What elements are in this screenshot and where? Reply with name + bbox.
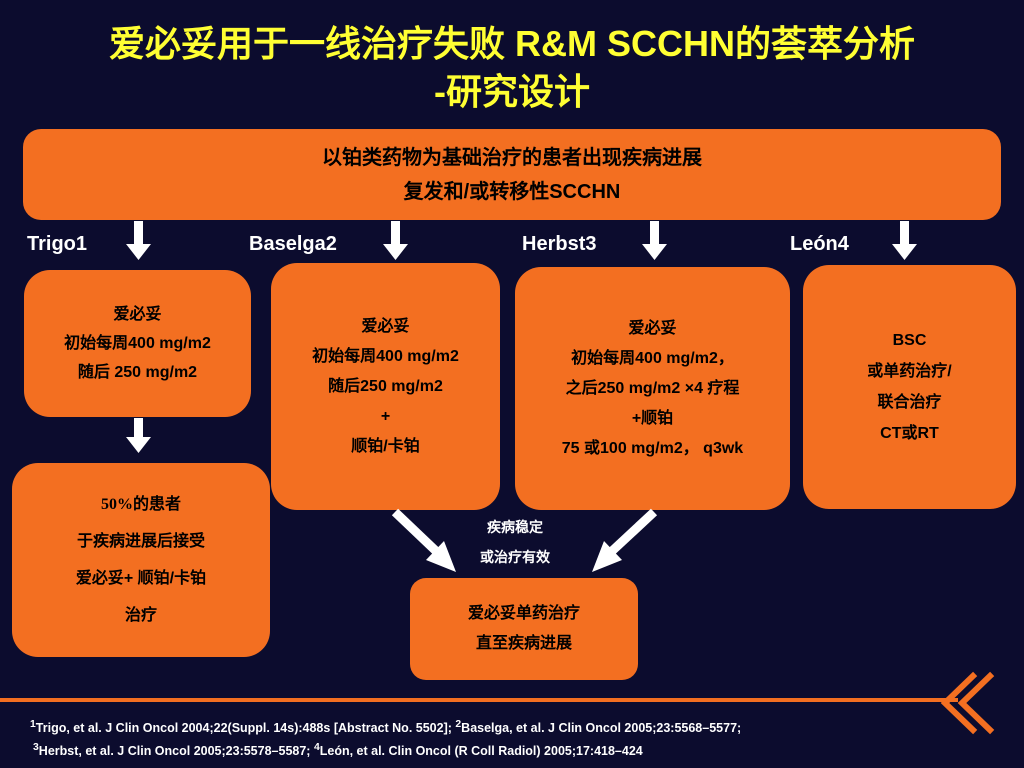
followup-line-3: 爱必妥+ 顺铂/卡铂 (75, 570, 207, 587)
down-arrow-trigo-followup (126, 418, 151, 453)
patient-population-box: 以铂类药物为基础治疗的患者出现疾病进展 复发和/或转移性SCCHN (23, 129, 1001, 220)
baselga-line-5: 顺铂/卡铂 (351, 437, 420, 455)
study-label-leon: León4 (790, 233, 849, 255)
herbst-regimen-box: 爱必妥 初始每周400 mg/m2， 之后250 mg/m2 ×4 疗程 +顺铂… (515, 267, 790, 510)
monotherapy-line-1: 爱必妥单药治疗 (467, 605, 580, 622)
herbst-line-2: 初始每周400 mg/m2， (571, 349, 734, 367)
leon-line-1: BSC (892, 332, 927, 349)
herbst-line-1: 爱必妥 (628, 319, 677, 337)
study-label-herbst: Herbst3 (522, 233, 597, 255)
ref-4: León, et al. Clin Oncol (R Coll Radiol) … (319, 744, 643, 759)
title-line-1: 爱必妥用于一线治疗失败 R&M SCCHN的荟萃分析 (109, 23, 915, 64)
diag-arrow-right-shaft (607, 508, 658, 556)
down-arrow-leon (892, 221, 917, 260)
monotherapy-line-2: 直至疾病进展 (475, 635, 572, 652)
slide-title: 爱必妥用于一线治疗失败 R&M SCCHN的荟萃分析 -研究设计 (0, 20, 1024, 116)
reference-line-1: 1Trigo, et al. J Clin Oncol 2004;22(Supp… (30, 715, 960, 738)
baselga-regimen-box: 爱必妥 初始每周400 mg/m2 随后250 mg/m2 + 顺铂/卡铂 (271, 263, 500, 510)
response-line-1: 疾病稳定 (487, 519, 543, 535)
herbst-line-5: 75 或100 mg/m2， q3wk (561, 439, 744, 457)
response-line-2: 或治疗有效 (480, 549, 550, 565)
down-arrow-trigo (126, 221, 151, 260)
brand-chevron-icon (940, 671, 995, 735)
trigo-line-2: 初始每周400 mg/m2 (64, 335, 211, 352)
down-arrow-baselga (383, 221, 408, 260)
ref-3: Herbst, et al. J Clin Oncol 2005;23:5578… (38, 744, 314, 759)
footer-divider (0, 698, 958, 702)
population-line-1: 以铂类药物为基础治疗的患者出现疾病进展 (322, 146, 702, 169)
title-line-2: -研究设计 (434, 71, 590, 112)
reference-line-2: 3Herbst, et al. J Clin Oncol 2005;23:557… (30, 738, 960, 761)
ref-sup-2: 2 (455, 719, 462, 730)
baselga-line-3: 随后250 mg/m2 (328, 377, 443, 395)
population-line-2: 复发和/或转移性SCCHN (403, 180, 621, 203)
down-arrow-herbst (642, 221, 667, 260)
trigo-line-1: 爱必妥 (113, 306, 162, 323)
ref-sup-3: 3 (33, 742, 39, 754)
followup-line-2: 于疾病进展后接受 (76, 533, 205, 550)
leon-line-3: 联合治疗 (877, 394, 942, 411)
followup-line-1: 50%的患者 (100, 496, 181, 513)
monotherapy-box: 爱必妥单药治疗 直至疾病进展 (410, 578, 638, 680)
ref-2: Baselga, et al. J Clin Oncol 2005;23:556… (461, 721, 742, 736)
ref-1: Trigo, et al. J Clin Oncol 2004;22(Suppl… (35, 721, 456, 736)
diag-arrow-left-head (426, 541, 456, 572)
baselga-line-4: + (380, 407, 391, 425)
trigo-line-3: 随后 250 mg/m2 (77, 364, 198, 381)
leon-line-4: CT或RT (880, 425, 939, 442)
study-label-baselga: Baselga2 (249, 233, 337, 255)
ref-sup-4: 4 (313, 742, 320, 754)
herbst-line-4: +顺铂 (631, 409, 674, 427)
trigo-followup-box: 50%的患者 于疾病进展后接受 爱必妥+ 顺铂/卡铂 治疗 (12, 463, 270, 657)
ref-sup-1: 1 (30, 719, 36, 730)
study-label-trigo: Trigo1 (27, 233, 88, 255)
trigo-regimen-box: 爱必妥 初始每周400 mg/m2 随后 250 mg/m2 (24, 270, 251, 417)
leon-regimen-box: BSC 或单药治疗/ 联合治疗 CT或RT (803, 265, 1016, 509)
leon-line-2: 或单药治疗/ (867, 363, 952, 380)
response-label: 疾病稳定 或治疗有效 (455, 512, 575, 572)
diag-arrow-left-shaft (391, 508, 441, 556)
followup-line-4: 治疗 (124, 607, 157, 624)
herbst-line-3: 之后250 mg/m2 ×4 疗程 (565, 379, 740, 397)
baselga-line-2: 初始每周400 mg/m2 (312, 347, 459, 365)
references: 1Trigo, et al. J Clin Oncol 2004;22(Supp… (30, 715, 960, 761)
baselga-line-1: 爱必妥 (361, 317, 410, 335)
diag-arrow-right-head (592, 541, 622, 572)
